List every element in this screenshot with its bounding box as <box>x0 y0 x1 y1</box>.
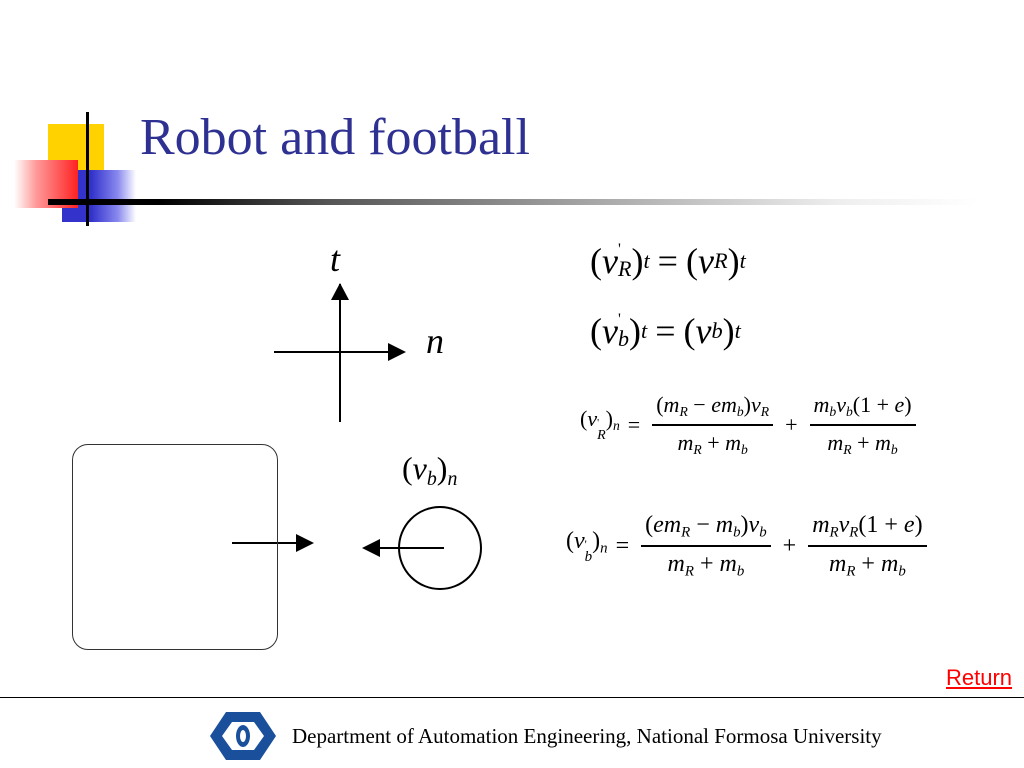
axis-t-arrowhead <box>331 283 349 300</box>
eq4-fraction-2: mRvR(1 + e) mR + mb <box>808 512 927 580</box>
footer-text: Department of Automation Engineering, Na… <box>292 724 882 748</box>
title-underline <box>48 199 978 205</box>
robot-arrowhead <box>296 534 314 552</box>
footer-rule <box>0 697 1024 698</box>
return-link[interactable]: Return <box>946 665 1013 690</box>
slide-title: Robot and football <box>140 109 530 166</box>
equation-3: (v'R)n = (mR − emb)vR mR + mb + mbvb(1 +… <box>580 392 920 458</box>
deco-vertical-line <box>86 112 89 226</box>
eq3-fraction-2: mbvb(1 + e) mR + mb <box>809 392 916 458</box>
eq4-fraction-1: (emR − mb)vb mR + mb <box>641 512 771 580</box>
equation-4: (v'b)n = (emR − mb)vb mR + mb + mRvR(1 +… <box>566 512 931 580</box>
axis-n-arrowhead <box>388 343 406 361</box>
axis-t-label: t <box>330 239 341 279</box>
robot-box <box>72 444 278 650</box>
university-logo <box>210 712 276 760</box>
ball-arrowhead <box>362 539 380 557</box>
ball-velocity-label: (vb)n <box>402 450 458 490</box>
eq3-fraction-1: (mR − emb)vR mR + mb <box>652 392 774 458</box>
axis-n-label: n <box>426 321 444 361</box>
